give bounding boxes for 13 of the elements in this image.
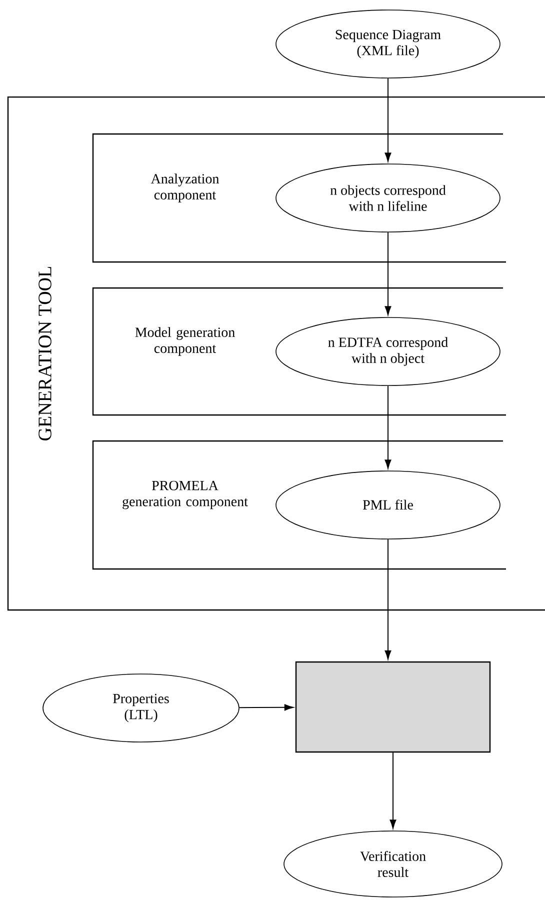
arrow — [384, 538, 392, 660]
process-box — [295, 661, 491, 753]
ellipse-node: Verification result — [284, 830, 502, 898]
arrow — [238, 704, 294, 711]
arrow — [390, 752, 396, 829]
ellipse-node: Properties (LTL) — [42, 674, 240, 742]
ellipse-node: n objects correspond with n lifeline — [276, 164, 500, 232]
arrow — [384, 78, 392, 162]
ellipse-node: n EDTFA correspond with n object — [276, 317, 500, 386]
ellipse-node: PML file — [276, 470, 500, 540]
arrow — [384, 385, 392, 469]
arrow — [384, 232, 392, 316]
ellipse-node: Sequence Diagram (XML file) — [276, 10, 500, 78]
